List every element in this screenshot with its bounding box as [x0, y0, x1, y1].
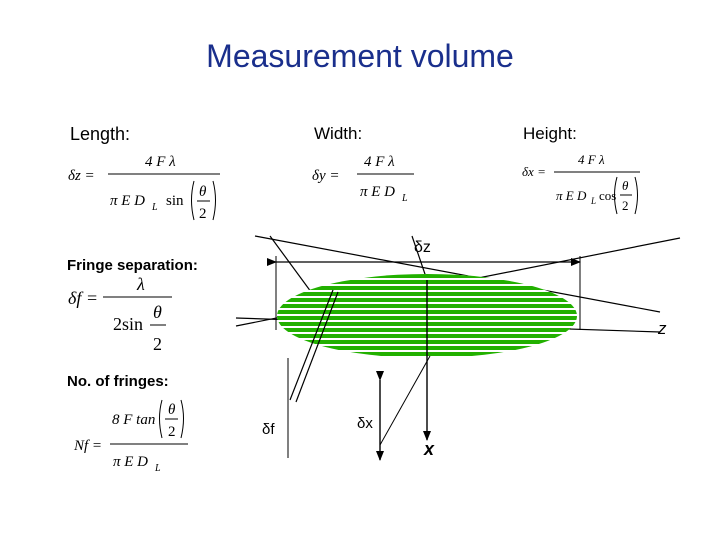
- fringe-separation-label: Fringe separation:: [67, 257, 198, 274]
- length-eq-numerator: 4 F λ: [145, 154, 176, 170]
- dx-label: δx: [357, 415, 373, 432]
- x-axis-label: x: [423, 439, 435, 459]
- x-arrow-guide: [379, 355, 431, 446]
- height-eq-numerator: 4 F λ: [578, 152, 605, 167]
- fringe-eq-numerator: λ: [136, 274, 145, 294]
- svg-text:sin: sin: [166, 193, 184, 209]
- length-label: Length:: [70, 124, 131, 144]
- fringe-stripe: [277, 274, 577, 278]
- svg-text:θ: θ: [153, 302, 162, 322]
- df-label: δf: [262, 421, 275, 438]
- length-equation: δz = 4 F λ π E D L sin θ 2: [68, 154, 220, 222]
- fringe-eq-lhs: δf =: [68, 288, 98, 308]
- width-label: Width:: [314, 124, 363, 143]
- z-axis-label: z: [657, 319, 667, 338]
- page-title: Measurement volume: [206, 38, 514, 74]
- svg-text:2: 2: [199, 206, 207, 222]
- svg-text:cos: cos: [599, 188, 616, 203]
- height-eq-lhs: δx =: [522, 164, 546, 179]
- dz-label: δz: [414, 239, 431, 256]
- no-of-fringes-label: No. of fringes:: [67, 373, 169, 390]
- height-label: Height:: [523, 124, 577, 143]
- fringe-eq-den: 2sin: [113, 314, 143, 334]
- fringes-eq-den: π E D: [113, 454, 148, 470]
- svg-text:2: 2: [168, 424, 176, 440]
- svg-text:L: L: [590, 196, 596, 206]
- svg-text:L: L: [401, 193, 408, 204]
- svg-text:2: 2: [622, 198, 629, 213]
- number-of-fringes-equation: Nf = 8 F tan θ 2 π E D L: [73, 399, 188, 474]
- width-eq-lhs: δy =: [312, 168, 340, 184]
- svg-text:θ: θ: [622, 178, 629, 193]
- svg-text:θ: θ: [168, 402, 176, 418]
- df-beam-1: [289, 289, 334, 401]
- width-eq-den: π E D: [360, 184, 395, 200]
- length-eq-den: π E D: [110, 193, 145, 209]
- measurement-volume-ellipse: [277, 274, 577, 358]
- fringes-eq-lhs: Nf =: [73, 438, 102, 454]
- width-eq-numerator: 4 F λ: [364, 154, 395, 170]
- svg-text:θ: θ: [199, 184, 207, 200]
- width-equation: δy = 4 F λ π E D L: [312, 154, 414, 204]
- svg-text:L: L: [154, 463, 161, 474]
- height-eq-den: π E D: [556, 188, 587, 203]
- svg-text:L: L: [151, 202, 158, 213]
- fringe-separation-equation: δf = λ 2sin θ 2: [68, 274, 172, 354]
- svg-text:2: 2: [153, 334, 162, 354]
- df-beam-2: [295, 291, 339, 403]
- fringes-eq-numerator: 8 F tan: [112, 412, 155, 428]
- height-equation: δx = 4 F λ π E D L cos θ 2: [522, 152, 640, 215]
- length-eq-lhs: δz =: [68, 168, 95, 184]
